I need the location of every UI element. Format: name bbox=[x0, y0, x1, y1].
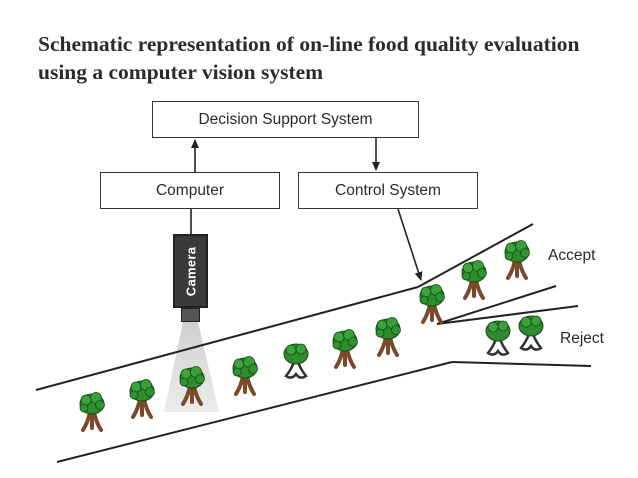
reject-label: Reject bbox=[560, 330, 604, 347]
accept-lane-bottom bbox=[436, 285, 557, 325]
broccoli-item bbox=[231, 354, 260, 396]
camera-lens bbox=[181, 308, 200, 322]
rejected-broccoli-item bbox=[484, 319, 512, 356]
broccoli-item bbox=[374, 315, 403, 357]
rejected-broccoli-item bbox=[517, 314, 545, 351]
reject-lane-bottom bbox=[451, 361, 592, 367]
accepted-broccoli-item bbox=[460, 258, 489, 300]
diagram-title: Schematic representation of on-line food… bbox=[38, 32, 580, 84]
accept-lane-top bbox=[417, 223, 534, 288]
computer-box: Computer bbox=[100, 172, 280, 209]
arrow-control-to-gate bbox=[397, 208, 423, 281]
reject-lane-top bbox=[436, 305, 579, 325]
conveyor-bottom-edge bbox=[56, 361, 453, 463]
broccoli-item bbox=[128, 377, 157, 419]
camera-body: Camera bbox=[173, 234, 208, 308]
control-system-box: Control System bbox=[298, 172, 478, 209]
accepted-broccoli-item bbox=[503, 238, 532, 280]
broccoli-item bbox=[331, 327, 360, 369]
camera-label: Camera bbox=[183, 246, 198, 296]
broccoli-item bbox=[78, 390, 107, 432]
conveyor-top-edge bbox=[35, 286, 419, 391]
defective-broccoli-item bbox=[282, 342, 310, 379]
camera-view-beam bbox=[164, 322, 219, 412]
decision-support-system-box: Decision Support System bbox=[152, 101, 419, 138]
broccoli-item bbox=[418, 282, 447, 324]
accept-label: Accept bbox=[548, 247, 596, 264]
